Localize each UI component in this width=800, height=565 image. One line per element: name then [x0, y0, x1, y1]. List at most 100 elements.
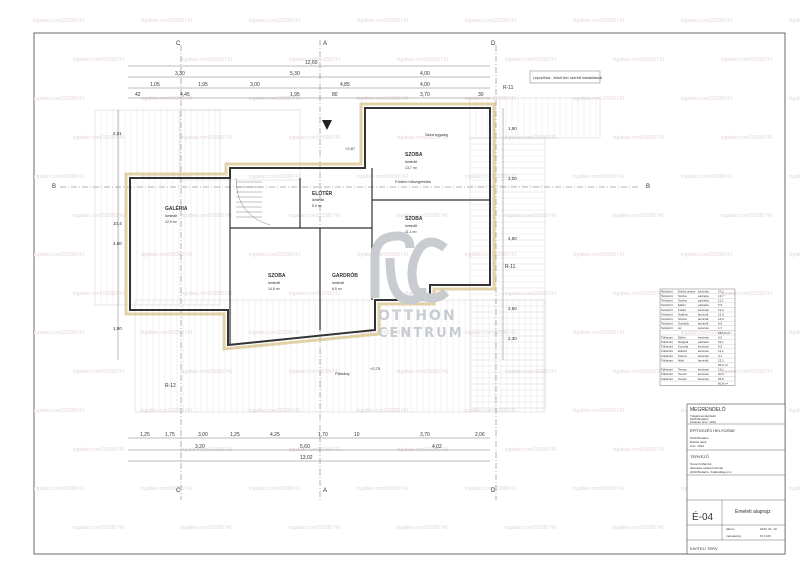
section-letter-a: A: [323, 41, 327, 47]
dim-top-3a: 42: [135, 92, 141, 98]
schedule-cell: 13,1: [718, 358, 724, 362]
dim-right-1: 1,90: [508, 126, 517, 131]
watermark-text: ingatlan.com/33395741: [33, 486, 85, 492]
watermark-text: ingatlan.com/33395741: [181, 213, 233, 219]
watermark-text: ingatlan.com/33395741: [397, 135, 449, 141]
watermark-text: ingatlan.com/33395741: [721, 291, 773, 297]
schedule-cell: Nappali: [678, 340, 689, 344]
svg-text:laminált: laminált: [332, 281, 344, 285]
schedule-cell: Tetőszint: [661, 303, 673, 307]
schedule-cell: Gardrób: [678, 322, 689, 326]
insulation-layer: [124, 102, 496, 351]
dim-top-2e: 4,00: [420, 82, 430, 88]
schedule-cell: wc: [678, 326, 682, 330]
schedule-cell: parketta: [698, 294, 709, 298]
tb-client-line-2: 2040 Budaörs: [690, 417, 709, 421]
watermark-text: ingatlan.com/33395741: [181, 525, 233, 531]
tb-date: 2023. 01. 10.: [760, 527, 778, 531]
dim-top-2d: 4,85: [340, 82, 350, 88]
watermark-text: ingatlan.com/33395741: [249, 96, 301, 102]
schedule-cell: 33,1: [718, 340, 724, 344]
dim-bot-2c: 4,02: [432, 444, 442, 450]
schedule-cell: laminált: [698, 317, 709, 321]
watermark-text: ingatlan.com/33395741: [249, 252, 301, 258]
watermark-text: ingatlan.com/33395741: [789, 96, 800, 102]
svg-text:ELŐTÉR: ELŐTÉR: [312, 189, 333, 197]
top-dimension-texts: 12,60 3,30 5,30 4,00 1,05 1,95 3,00 4,85…: [135, 60, 484, 98]
section-letter-c-bottom: C: [176, 488, 181, 494]
watermark-text: ingatlan.com/33395741: [357, 96, 409, 102]
watermark-text: ingatlan.com/33395741: [573, 330, 625, 336]
watermark-text: ingatlan.com/33395741: [681, 18, 733, 24]
schedule-cell: kerámia: [698, 354, 709, 358]
watermark-text: ingatlan.com/33395741: [789, 408, 800, 414]
section-letter-d-bottom: D: [491, 488, 496, 494]
schedule-cell: laminált: [698, 312, 709, 316]
dim-top-2a: 1,05: [150, 82, 160, 88]
building-walls: [129, 107, 491, 347]
balcony-edge-label: Párkány: [335, 371, 350, 376]
watermark-text: ingatlan.com/33395741: [181, 369, 233, 375]
watermark-text: ingatlan.com/33395741: [613, 369, 665, 375]
watermark-text: ingatlan.com/33395741: [33, 96, 85, 102]
watermark-text: ingatlan.com/33395741: [289, 291, 341, 297]
dim-bot-1d: 1,25: [230, 432, 240, 438]
tb-scale-label: méretarány: [726, 534, 742, 538]
schedule-cell: parketta: [698, 299, 709, 303]
dim-right-4: 2,60: [508, 306, 517, 311]
watermark-text: ingatlan.com/33395741: [357, 18, 409, 24]
watermark-tiles: ingatlan.com/33395741 ingatlan.com/333957…: [33, 18, 800, 531]
watermark-text: ingatlan.com/33395741: [573, 174, 625, 180]
schedule-cell: 27,1: [718, 289, 724, 293]
schedule-cell: parketta: [698, 340, 709, 344]
schedule-cell: 9,5: [718, 345, 723, 349]
section-letter-d: D: [491, 41, 496, 47]
watermark-text: ingatlan.com/33395741: [573, 252, 625, 258]
tb-sheet-title: Emeleti alaprajz: [735, 509, 771, 515]
schedule-cell: 14,1: [718, 368, 724, 372]
watermark-text: ingatlan.com/33395741: [181, 57, 233, 63]
tb-site-line-1: 2040 Budaörs: [690, 436, 709, 440]
svg-text:SZOBA: SZOBA: [405, 152, 423, 158]
room-labels: SZOBA laminált 13,7 m² SZOBA laminált 11…: [165, 152, 423, 291]
schedule-cell: Tetőszint: [661, 326, 673, 330]
dim-bot-1c: 3,00: [198, 432, 208, 438]
watermark-text: ingatlan.com/33395741: [721, 135, 773, 141]
schedule-cell: Földszint: [661, 372, 673, 376]
watermark-text: ingatlan.com/33395741: [181, 135, 233, 141]
watermark-text: ingatlan.com/33395741: [249, 486, 301, 492]
watermark-text: ingatlan.com/33395741: [789, 486, 800, 492]
watermark-text: ingatlan.com/33395741: [73, 57, 125, 63]
watermark-text: ingatlan.com/33395741: [789, 330, 800, 336]
dim-top-1b: 5,30: [290, 71, 300, 77]
tb-designer-line-3: 2040 Budaörs, Szabadság út 1.: [690, 470, 732, 474]
watermark-text: ingatlan.com/33395741: [357, 174, 409, 180]
brand-mark-icon: [370, 231, 450, 305]
watermark-text: ingatlan.com/33395741: [357, 252, 409, 258]
top-dimensions: [128, 65, 490, 99]
tb-site-line-2: Építési telek: [690, 439, 707, 444]
watermark-text: ingatlan.com/33395741: [289, 213, 341, 219]
dim-bot-1f: 1,70: [318, 432, 328, 438]
watermark-text: ingatlan.com/33395741: [789, 174, 800, 180]
room-eloter: ELŐTÉR laminált 5,9 m²: [312, 189, 333, 208]
watermark-text: ingatlan.com/33395741: [289, 135, 341, 141]
tb-phase: KIVITELI TERV: [690, 546, 718, 551]
watermark-text: ingatlan.com/33395741: [397, 213, 449, 219]
upper-floor-label: Szint egység: [425, 132, 448, 137]
watermark-text: ingatlan.com/33395741: [73, 525, 125, 531]
floor-level-label-2: +2,75: [370, 366, 381, 371]
slab-note: Födém hőszigetelés: [395, 179, 431, 184]
section-lines: [60, 40, 640, 500]
watermark-text: ingatlan.com/33395741: [73, 213, 125, 219]
dim-top-3e: 3,70: [420, 92, 430, 98]
dim-right-5: 2,30: [508, 336, 517, 341]
interior-stair: [235, 177, 271, 226]
schedule-cell: Szoba: [678, 294, 687, 298]
schedule-cell: Terasz: [678, 368, 687, 372]
watermark-text: ingatlan.com/33395741: [357, 486, 409, 492]
floor-level-label: +2,87: [345, 146, 356, 151]
dim-top-3c: 1,95: [290, 92, 300, 98]
